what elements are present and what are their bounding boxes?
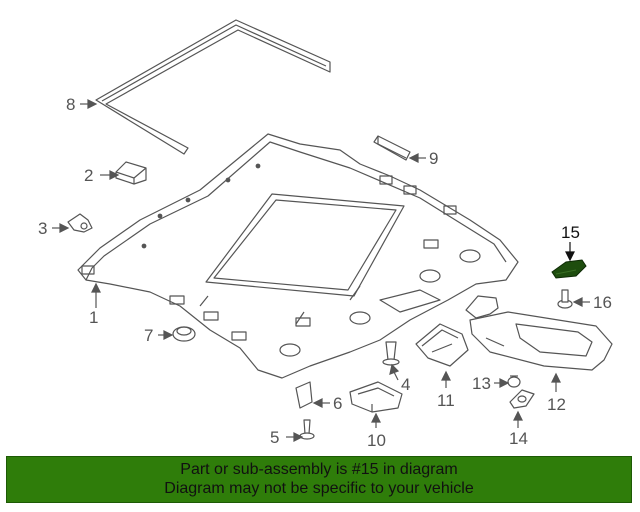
leader-14: [513, 410, 523, 428]
callout-3: 3: [38, 219, 47, 238]
part-8-weatherstrip: [95, 19, 331, 155]
callout-16: 16: [593, 293, 612, 312]
callout-13: 13: [472, 374, 491, 393]
leader-11: [441, 370, 451, 388]
leader-13: [494, 378, 510, 388]
leader-5: [286, 432, 304, 442]
callout-11: 11: [437, 391, 455, 410]
part-5-screw: [299, 419, 315, 440]
part-12-sun-visor: [465, 295, 613, 371]
leader-10: [371, 412, 381, 428]
part-6-plate: [295, 381, 313, 409]
part-11-bracket: [415, 323, 469, 367]
parts-diagram: 1 2 3 4 5 6 7 8 9 10 11 12 13 14 15 16: [38, 19, 613, 450]
callout-10: 10: [367, 431, 386, 450]
callout-2: 2: [84, 166, 93, 185]
leader-1: [91, 282, 101, 308]
leader-7: [158, 330, 174, 340]
leader-16: [572, 297, 590, 307]
leader-6: [312, 398, 330, 408]
callout-12: 12: [547, 395, 566, 414]
leader-15: [565, 242, 575, 262]
leader-12: [551, 372, 561, 392]
banner-line-1: Part or sub-assembly is #15 in diagram: [180, 461, 458, 478]
info-banner: Part or sub-assembly is #15 in diagram D…: [6, 456, 632, 503]
banner-line-2: Diagram may not be specific to your vehi…: [164, 480, 474, 497]
leader-2: [100, 170, 120, 180]
callout-1: 1: [89, 308, 98, 327]
callout-6: 6: [333, 394, 342, 413]
callout-15: 15: [561, 223, 580, 242]
callout-8: 8: [66, 95, 75, 114]
leader-9: [408, 153, 426, 163]
part-1-headliner: [77, 133, 519, 379]
leader-3: [52, 223, 70, 233]
part-13-screw: [507, 375, 521, 388]
callout-7: 7: [144, 326, 153, 345]
leader-4: [389, 363, 400, 381]
callout-9: 9: [429, 149, 438, 168]
part-2-clip: [115, 161, 147, 185]
part-14-clip: [509, 389, 535, 409]
part-9-bracket: [373, 135, 411, 161]
part-3-hook: [67, 213, 93, 233]
leader-8: [80, 99, 98, 109]
callout-4: 4: [401, 375, 410, 394]
part-16-screw: [557, 289, 573, 309]
part-7-grommet: [172, 326, 196, 342]
part-15-highlighted: [551, 259, 587, 279]
callout-5: 5: [270, 428, 279, 447]
callout-14: 14: [509, 429, 528, 448]
part-10-bracket: [349, 381, 403, 413]
part-4-pin: [382, 341, 400, 366]
